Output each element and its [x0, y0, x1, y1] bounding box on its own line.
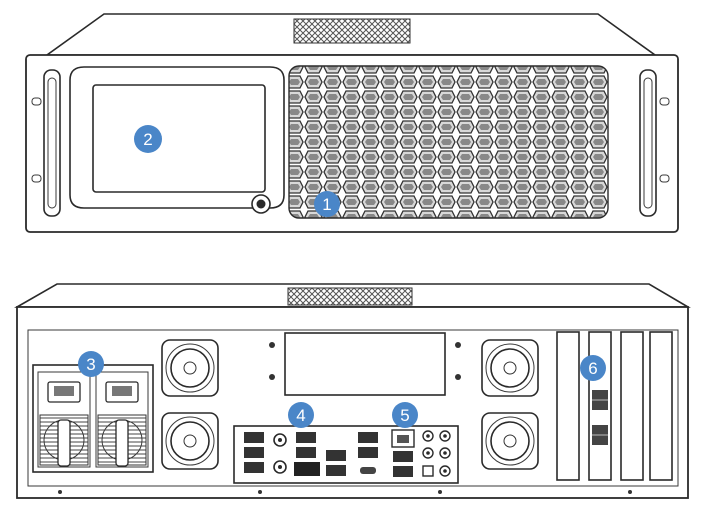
callout-label: 4 [296, 406, 305, 425]
displayport-icon[interactable] [294, 462, 320, 476]
power-supply-icon [32, 364, 154, 473]
rear-top-vent [287, 287, 413, 306]
fan-icon [481, 339, 539, 397]
front-view [25, 13, 679, 233]
callout-marker [134, 125, 162, 153]
pcie-slot-icon [556, 331, 673, 481]
callout-marker [314, 191, 340, 217]
hex-vent-grille-icon [288, 65, 609, 219]
callout-marker [288, 402, 314, 428]
callout-2: 2 [134, 125, 162, 153]
callout-label: 6 [588, 359, 597, 378]
callout-4: 4 [288, 402, 314, 428]
front-top-vent [293, 18, 411, 44]
usb-c-port-icon[interactable] [360, 467, 376, 474]
usb-port-icon[interactable] [326, 450, 346, 476]
fan-icon [161, 412, 219, 470]
callout-1: 1 [314, 191, 340, 217]
callout-5: 5 [392, 402, 418, 428]
usb-port-icon[interactable] [296, 432, 316, 458]
fan-icon [161, 339, 219, 397]
callout-label: 1 [322, 195, 331, 214]
blank-expansion-plate [269, 332, 461, 396]
usb-port-icon[interactable] [358, 432, 378, 458]
callout-label: 3 [86, 355, 95, 374]
callout-marker [580, 355, 606, 381]
callout-marker [78, 351, 104, 377]
callout-label: 2 [143, 130, 152, 149]
usb-port-icon[interactable] [244, 432, 264, 473]
callout-6: 6 [580, 355, 606, 381]
audio-jack-icon[interactable] [422, 430, 451, 477]
callout-3: 3 [78, 351, 104, 377]
fan-icon [481, 412, 539, 470]
callout-marker [392, 402, 418, 428]
left-rack-handle [31, 69, 61, 217]
io-panel [233, 425, 459, 484]
front-display-panel [69, 66, 285, 214]
rear-view [14, 283, 691, 499]
right-rack-handle [639, 69, 670, 217]
callout-label: 5 [400, 406, 409, 425]
usb-port-icon[interactable] [393, 451, 413, 477]
